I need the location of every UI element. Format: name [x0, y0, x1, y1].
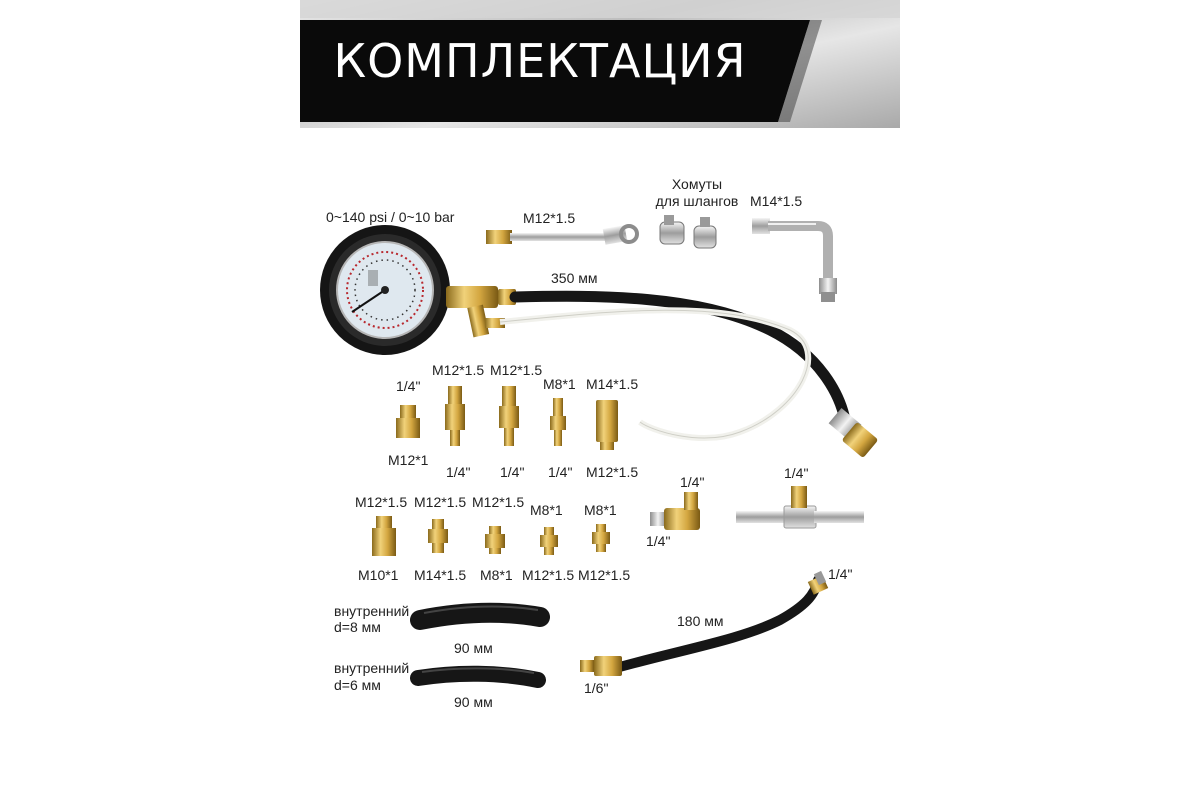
- banner-title: КОМПЛЕКТАЦИЯ: [333, 34, 747, 88]
- chrome-tee-fitting: [736, 486, 864, 529]
- row1-adapters: [396, 386, 618, 450]
- long-hose-length: 180 мм: [677, 613, 724, 629]
- row1-item5-top: M14*1.5: [586, 376, 639, 392]
- chrome-tee-top-label: 1/4": [784, 465, 809, 481]
- hose2-line1: внутренний: [334, 660, 410, 676]
- row1-item2-top: M12*1.5: [432, 362, 485, 378]
- row2-item2-bottom: M14*1.5: [414, 567, 467, 583]
- row2-item5-top: M8*1: [584, 502, 617, 518]
- elbow-adapter: [752, 218, 837, 302]
- hose2-length: 90 мм: [454, 694, 493, 710]
- hose-end-fitting: [828, 407, 878, 457]
- black-hose-350: [509, 290, 851, 426]
- hose-8mm: [410, 602, 550, 630]
- row2-item1-bottom: M10*1: [358, 567, 399, 583]
- hose-6mm: [410, 665, 546, 688]
- title-banner: КОМПЛЕКТАЦИЯ: [300, 0, 900, 128]
- hose1-line2: d=8 мм: [334, 619, 381, 635]
- gauge-brass-tee: [446, 286, 516, 338]
- small-tee-bottom-label: 1/4": [646, 533, 671, 549]
- hose-length-350-label: 350 мм: [551, 270, 598, 286]
- long-hose-top-end: 1/4": [828, 566, 853, 582]
- clamps-label-line1: Хомуты: [671, 176, 723, 192]
- row2-item3-top: M12*1.5: [472, 494, 525, 510]
- small-tee-fitting: [650, 492, 700, 530]
- straight-adapter: [486, 224, 639, 245]
- row1-item1-bottom: M12*1: [388, 452, 429, 468]
- clamps-label-line2: для шлангов: [655, 193, 739, 209]
- row2-adapters: [372, 516, 610, 556]
- elbow-adapter-label: M14*1.5: [750, 193, 803, 209]
- hose1-line1: внутренний: [334, 603, 410, 619]
- hose-clamps: [659, 215, 717, 249]
- small-tee-top-label: 1/4": [680, 474, 705, 490]
- row1-item3-top: M12*1.5: [490, 362, 543, 378]
- row1-item3-bottom: 1/4": [500, 464, 525, 480]
- row2-item1-top: M12*1.5: [355, 494, 408, 510]
- gauge-range-label: 0~140 psi / 0~10 bar: [326, 209, 455, 225]
- pressure-gauge: [320, 225, 450, 355]
- hose1-length: 90 мм: [454, 640, 493, 656]
- row2-item5-bottom: M12*1.5: [578, 567, 631, 583]
- row1-item4-top: M8*1: [543, 376, 576, 392]
- row2-item4-top: M8*1: [530, 502, 563, 518]
- row2-item4-bottom: M12*1.5: [522, 567, 575, 583]
- hose-180mm: [580, 570, 829, 676]
- row1-item1-top: 1/4": [396, 378, 421, 394]
- row2-item2-top: M12*1.5: [414, 494, 467, 510]
- long-hose-bottom-end: 1/6": [584, 680, 609, 696]
- row1-item5-bottom: M12*1.5: [586, 464, 639, 480]
- row1-item2-bottom: 1/4": [446, 464, 471, 480]
- row2-item3-bottom: M8*1: [480, 567, 513, 583]
- banner-background: [300, 0, 900, 128]
- straight-adapter-label: M12*1.5: [523, 210, 576, 226]
- row1-item4-bottom: 1/4": [548, 464, 573, 480]
- hose2-line2: d=6 мм: [334, 677, 381, 693]
